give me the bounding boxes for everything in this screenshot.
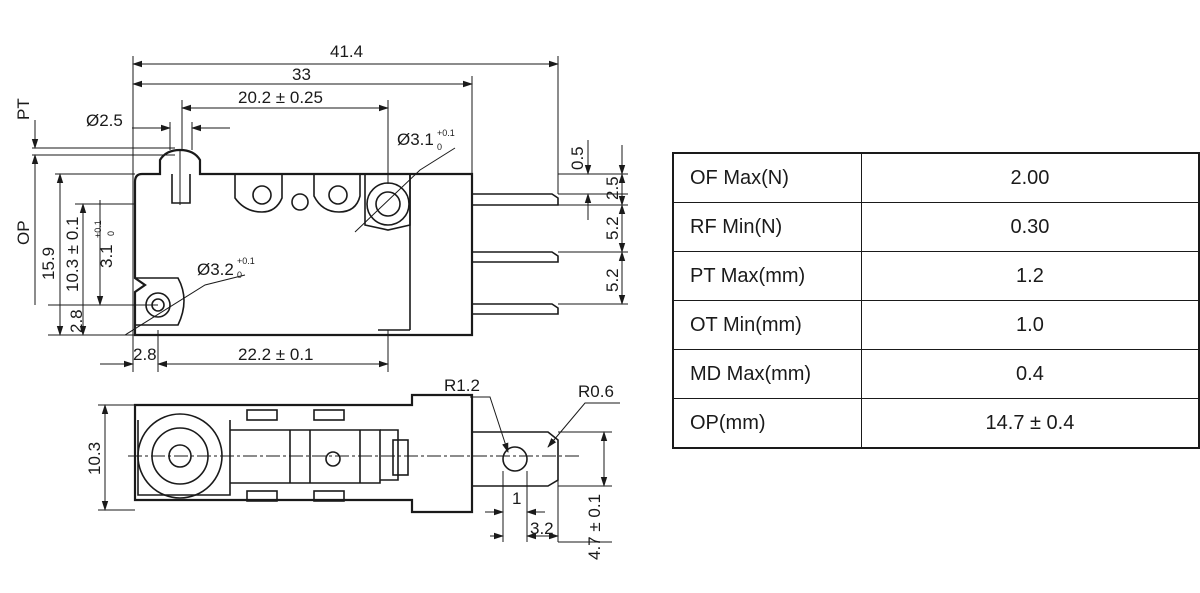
spec-value: 1.0	[860, 300, 1200, 350]
dim-22-2: 22.2 ± 0.1	[238, 345, 314, 364]
bottom-view-dimensions: 10.3 R1.2 R0.6 1 3.2 4.7 ± 0.1	[85, 376, 620, 560]
dim-20-2: 20.2 ± 0.25	[238, 88, 323, 107]
dim-r1-2: R1.2	[444, 376, 480, 395]
dim-2-5: 2.5	[603, 176, 622, 200]
dim-r0-6: R0.6	[578, 382, 614, 401]
dim-5-2-b: 5.2	[603, 268, 622, 292]
dim-3-1-tol-upper: +0.1	[93, 220, 103, 238]
dim-hole-dia-large: Ø3.1	[397, 130, 434, 149]
front-view	[133, 148, 559, 337]
spec-label: OF Max(N)	[672, 152, 862, 203]
spec-row: PT Max(mm)1.2	[672, 251, 1200, 301]
dim-large-tol-lower: 0	[437, 142, 442, 152]
dim-2-8-horizontal: 2.8	[133, 345, 157, 364]
dim-small-tol-upper: +0.1	[237, 256, 255, 266]
dim-small-tol-lower: 0	[237, 270, 242, 280]
dim-3-2: 3.2	[530, 519, 554, 538]
spec-value: 0.4	[860, 349, 1200, 399]
spec-label: MD Max(mm)	[672, 349, 862, 399]
spec-row: OP(mm)14.7 ± 0.4	[672, 398, 1200, 449]
dim-3-1-tol-lower: 0	[106, 231, 116, 236]
dim-large-tol-upper: +0.1	[437, 128, 455, 138]
spec-row: OF Max(N)2.00	[672, 152, 1200, 203]
dim-5-2-a: 5.2	[603, 216, 622, 240]
dim-0-5: 0.5	[568, 146, 587, 170]
dim-hole-dia-small: Ø3.2	[197, 260, 234, 279]
dim-33: 33	[292, 65, 311, 84]
front-view-dimensions: 41.4 33 20.2 ± 0.25 Ø2.5 PT OP 15.9 10.3…	[14, 42, 628, 372]
spec-value: 1.2	[860, 251, 1200, 301]
spec-row: OT Min(mm)1.0	[672, 300, 1200, 350]
spec-label: PT Max(mm)	[672, 251, 862, 301]
spec-row: RF Min(N)0.30	[672, 202, 1200, 252]
spec-label: RF Min(N)	[672, 202, 862, 252]
spec-value: 0.30	[860, 202, 1200, 252]
spec-row: MD Max(mm)0.4	[672, 349, 1200, 399]
dim-term-thickness: 1	[512, 489, 521, 508]
spec-label: OT Min(mm)	[672, 300, 862, 350]
dim-plunger-dia: Ø2.5	[86, 111, 123, 130]
dim-41-4: 41.4	[330, 42, 363, 61]
spec-value: 14.7 ± 0.4	[860, 398, 1200, 449]
bottom-view	[128, 393, 580, 514]
dim-body-width: 10.3	[85, 442, 104, 475]
spec-value: 2.00	[860, 152, 1200, 203]
dim-2-8-vertical: 2.8	[67, 309, 86, 333]
dim-pt: PT	[14, 98, 33, 120]
dim-10-3: 10.3 ± 0.1	[63, 217, 82, 293]
dim-3-1: 3.1	[97, 244, 116, 268]
spec-label: OP(mm)	[672, 398, 862, 449]
dim-4-7: 4.7 ± 0.1	[585, 494, 604, 560]
dim-op: OP	[14, 220, 33, 245]
dim-15-9: 15.9	[39, 247, 58, 280]
